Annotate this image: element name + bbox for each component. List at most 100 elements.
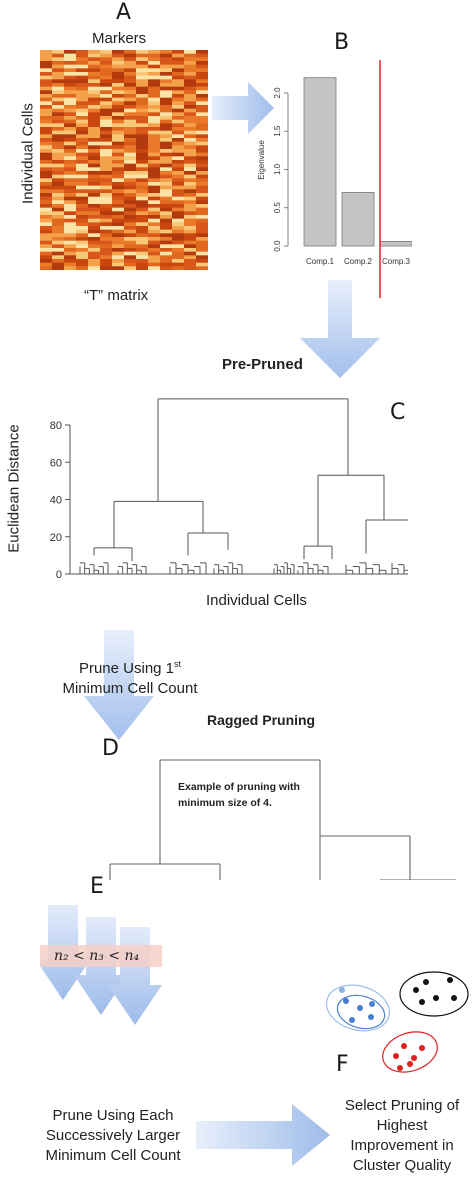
panel-letter-c: C	[390, 400, 406, 425]
heatmap-cell	[52, 152, 65, 157]
heatmap-cell	[64, 61, 77, 65]
heatmap-cell	[76, 90, 89, 95]
heatmap-cell	[196, 156, 208, 161]
heatmap-cell	[40, 108, 53, 113]
heatmap-cell	[124, 68, 137, 73]
heatmap-cell	[136, 101, 149, 106]
heatmap-cell	[100, 130, 113, 135]
heatmap-cell	[196, 134, 208, 139]
heatmap-cell	[184, 127, 197, 131]
heatmap-cell	[136, 105, 149, 109]
heatmap-cell	[52, 248, 65, 252]
heatmap-cell	[184, 83, 197, 87]
heatmap-cell	[196, 83, 208, 87]
heatmap-cell	[124, 116, 137, 120]
prune-first-line2: Minimum Cell Count	[62, 680, 198, 697]
heatmap-cell	[64, 119, 77, 124]
heatmap-cell	[100, 123, 113, 128]
black-cluster-point	[447, 977, 453, 983]
heatmap-cell	[172, 229, 185, 234]
heatmap-cell	[124, 233, 137, 238]
heatmap-cell	[52, 116, 65, 120]
heatmap-cell	[148, 185, 161, 190]
heatmap-cell	[100, 152, 113, 157]
heatmap-cell	[112, 218, 125, 223]
heatmap-cell	[100, 86, 113, 91]
heatmap-cell	[100, 101, 113, 106]
heatmap-cell	[148, 57, 161, 62]
heatmap-cell	[196, 237, 208, 241]
panel-letter-d: D	[102, 736, 119, 761]
heatmap-cell	[184, 207, 197, 212]
heatmap-cell	[100, 75, 113, 80]
heatmap-cell	[52, 134, 65, 139]
heatmap-cell	[172, 248, 185, 252]
heatmap-cell	[52, 105, 65, 109]
heatmap-cell	[184, 123, 197, 128]
heatmap-cell	[64, 193, 77, 197]
heatmap-cell	[172, 226, 185, 230]
heatmap-cell	[76, 229, 89, 234]
heatmap-cell	[88, 178, 101, 183]
heatmap-cell	[76, 222, 89, 227]
heatmap-cell	[172, 251, 185, 256]
heatmap-cell	[184, 156, 197, 161]
heatmap-cell	[76, 200, 89, 205]
heatmap-cell	[100, 248, 113, 252]
heatmap-cell	[76, 130, 89, 135]
heatmap-cell	[112, 189, 125, 194]
heatmap-cell	[112, 204, 125, 208]
heatmap-cell	[196, 94, 208, 98]
heatmap-cell	[40, 218, 53, 223]
heatmap-cell	[112, 244, 125, 249]
blue-cluster-point	[343, 998, 349, 1004]
black-cluster-point	[451, 995, 457, 1001]
heatmap-cell	[64, 244, 77, 249]
heatmap-cell	[148, 240, 161, 245]
heatmap-cell	[160, 101, 173, 106]
heatmap-cell	[148, 105, 161, 109]
heatmap-cell	[196, 240, 208, 245]
heatmap-cell	[100, 53, 113, 58]
black-cluster-point	[413, 987, 419, 993]
heatmap-cell	[40, 94, 53, 98]
heatmap-cell	[160, 244, 173, 249]
heatmap-cell	[76, 149, 89, 153]
heatmap-cell	[88, 262, 101, 267]
heatmap-cell	[64, 94, 77, 98]
red-cluster-point	[419, 1045, 425, 1051]
heatmap-cell	[160, 200, 173, 205]
heatmap-cell	[148, 196, 161, 201]
heatmap-cell	[148, 171, 161, 175]
heatmap-cell	[172, 57, 185, 62]
heatmap-cell	[124, 193, 137, 197]
individual-cells-side-label: Individual Cells	[19, 103, 37, 204]
heatmap-cell	[172, 207, 185, 212]
heatmap-cell	[124, 79, 137, 84]
heatmap-cell	[160, 123, 173, 128]
heatmap-cell	[184, 200, 197, 205]
heatmap-cell	[196, 119, 208, 124]
heatmap-cell	[100, 174, 113, 179]
heatmap-cell	[196, 200, 208, 205]
heatmap-cell	[88, 108, 101, 113]
heatmap-cell	[172, 185, 185, 190]
heatmap-cell	[112, 226, 125, 230]
heatmap-cell	[64, 101, 77, 106]
prune-first-line1: Prune Using 1	[78, 660, 175, 677]
heatmap-cell	[136, 72, 149, 76]
heatmap-cell	[196, 244, 208, 249]
heatmap-cell	[136, 182, 149, 186]
heatmap-cell	[160, 90, 173, 95]
heatmap-cell	[64, 182, 77, 186]
heatmap-cell	[64, 64, 77, 69]
heatmap-cell	[76, 171, 89, 175]
heatmap-cell	[136, 119, 149, 124]
heatmap-cell	[40, 226, 53, 230]
blue-cluster-point	[339, 987, 345, 993]
prune-each-line3: Minimum Cell Count	[45, 1147, 181, 1164]
heatmap-cell	[88, 83, 101, 87]
heatmap-cell	[184, 97, 197, 102]
heatmap-cell	[40, 207, 53, 212]
heatmap-cell	[64, 196, 77, 201]
